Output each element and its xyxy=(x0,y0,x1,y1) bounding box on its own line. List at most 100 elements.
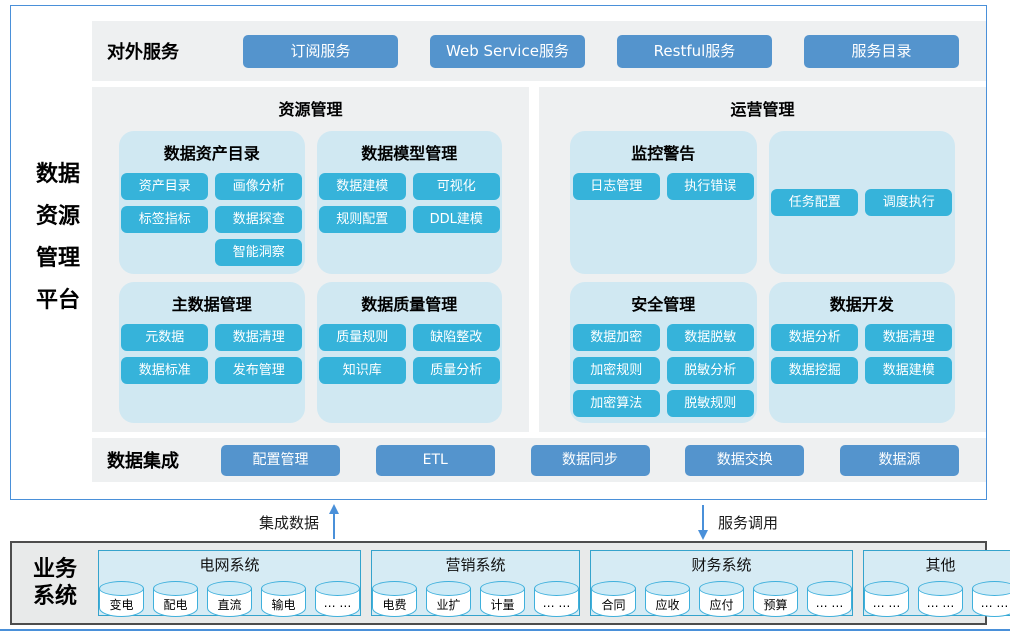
task-config-node: 任务配置 xyxy=(771,189,859,216)
business-systems-label: 业务 系统 xyxy=(12,556,98,610)
service-catalog-node: 服务目录 xyxy=(804,34,959,68)
data-modeling-node: 数据建模 xyxy=(865,357,953,384)
business-systems-box: 业务 系统 电网系统 变电 配电 直流 输电 … … 营销系统 电费 业扩 计量… xyxy=(10,541,1010,625)
data-sync-node: 数据同步 xyxy=(530,444,650,476)
masking-analysis-node: 脱敏分析 xyxy=(666,357,754,384)
intelligent-insight-node: 智能洞察 xyxy=(215,239,303,266)
group-buttons: 元数据 数据清理 数据标准 发布管理 xyxy=(121,324,303,384)
group-data-model-management: 数据模型管理 数据建模 可视化 规则配置 DDL建模 xyxy=(316,131,502,274)
service-call-flow: 服务调用 xyxy=(697,504,778,540)
system-title: 营销系统 xyxy=(445,556,506,574)
visualization-node: 可视化 xyxy=(412,173,500,200)
data-masking-node: 数据脱敏 xyxy=(666,324,754,351)
platform-title-line: 平台 xyxy=(36,288,81,313)
database-row: 变电 配电 直流 输电 … … xyxy=(99,580,360,617)
platform-title-line: 管理 xyxy=(36,246,81,271)
log-management-node: 日志管理 xyxy=(572,173,660,200)
integrate-data-label: 集成数据 xyxy=(259,513,320,532)
data-integration-row: 数据集成 配置管理 ETL 数据同步 数据交换 数据源 xyxy=(92,438,986,482)
group-data-asset-catalog: 数据资产目录 资产目录 画像分析 标签指标 数据探查 智能洞察 xyxy=(119,131,305,274)
database-label: 业扩 xyxy=(436,598,461,612)
database-label: 直流 xyxy=(217,598,242,612)
database-label: 计量 xyxy=(490,598,515,612)
data-encryption-node: 数据加密 xyxy=(572,324,660,351)
operation-management-panel: 运营管理 监控警告 日志管理 执行错误 任务配置 调度执行 安全管理 数据加密 xyxy=(539,87,986,432)
portrait-analysis-node: 画像分析 xyxy=(215,173,303,200)
config-management-node: 配置管理 xyxy=(221,444,340,476)
down-arrow-icon xyxy=(698,505,708,540)
database-label: … … xyxy=(323,596,352,610)
database-cylinder-icon: 配电 xyxy=(153,581,198,617)
database-cylinder-icon: 变电 xyxy=(99,581,144,617)
operation-management-title: 运营管理 xyxy=(730,100,795,119)
database-cylinder-icon: 输电 xyxy=(261,581,306,617)
data-cleaning-node: 数据清理 xyxy=(865,324,953,351)
database-cylinder-icon: 电费 xyxy=(372,581,417,617)
subscription-service-node: 订阅服务 xyxy=(243,34,398,68)
grid-system-box: 电网系统 变电 配电 直流 输电 … … xyxy=(98,550,361,617)
database-cylinder-icon: 直流 xyxy=(207,581,252,617)
database-cylinder-icon: 应收 xyxy=(645,581,690,617)
publish-management-node: 发布管理 xyxy=(215,357,303,384)
data-standard-node: 数据标准 xyxy=(121,357,209,384)
resource-management-panel: 资源管理 数据资产目录 资产目录 画像分析 标签指标 数据探查 智能洞察 数据模… xyxy=(92,87,529,432)
database-row: 合同 应收 应付 预算 … … xyxy=(591,580,852,617)
data-modeling-node: 数据建模 xyxy=(318,173,406,200)
group-title: 数据开发 xyxy=(829,295,894,314)
database-label: … … xyxy=(980,596,1009,610)
database-cylinder-icon: … … xyxy=(807,581,852,617)
knowledge-base-node: 知识库 xyxy=(318,357,406,384)
group-buttons: 资产目录 画像分析 标签指标 数据探查 智能洞察 xyxy=(121,173,303,266)
group-buttons: 日志管理 执行错误 xyxy=(572,173,754,200)
group-title: 数据质量管理 xyxy=(361,295,458,314)
group-title: 安全管理 xyxy=(631,295,696,314)
database-cylinder-icon: 计量 xyxy=(480,581,525,617)
database-label: 电费 xyxy=(382,598,407,612)
data-cleaning-node: 数据清理 xyxy=(215,324,303,351)
resource-management-title: 资源管理 xyxy=(278,100,343,119)
system-title: 电网系统 xyxy=(199,556,260,574)
platform-outer-box: 数据 资源 管理 平台 对外服务 订阅服务 Web Service服务 Rest… xyxy=(10,5,987,500)
database-cylinder-icon: … … xyxy=(972,581,1010,617)
group-monitoring-alert: 监控警告 日志管理 执行错误 xyxy=(570,131,757,274)
quality-analysis-node: 质量分析 xyxy=(412,357,500,384)
database-cylinder-icon: … … xyxy=(918,581,963,617)
ddl-modeling-node: DDL建模 xyxy=(412,206,500,233)
database-cylinder-icon: … … xyxy=(534,581,579,617)
database-label: 应收 xyxy=(655,598,680,612)
group-task-scheduling: 任务配置 调度执行 xyxy=(768,131,955,274)
group-buttons: 数据加密 数据脱敏 加密规则 脱敏分析 加密算法 脱敏规则 xyxy=(572,324,754,417)
marketing-system-box: 营销系统 电费 业扩 计量 … … xyxy=(371,550,580,617)
up-arrow-icon xyxy=(329,504,340,539)
system-title: 其他 xyxy=(925,556,956,574)
database-label: 配电 xyxy=(163,598,188,612)
external-services-row: 对外服务 订阅服务 Web Service服务 Restful服务 服务目录 xyxy=(92,21,986,81)
database-cylinder-icon: … … xyxy=(315,581,360,617)
group-title: 监控警告 xyxy=(631,144,696,163)
database-cylinder-icon: 预算 xyxy=(753,581,798,617)
other-system-box: 其他 … … … … … … xyxy=(863,550,1010,617)
encryption-rule-node: 加密规则 xyxy=(572,357,660,384)
group-buttons: 任务配置 调度执行 xyxy=(771,189,953,216)
database-cylinder-icon: 应付 xyxy=(699,581,744,617)
database-label: … … xyxy=(542,596,571,610)
group-buttons: 质量规则 缺陷整改 知识库 质量分析 xyxy=(318,324,500,384)
database-label: … … xyxy=(926,596,955,610)
group-title: 数据资产目录 xyxy=(163,144,260,163)
group-buttons: 数据分析 数据清理 数据挖掘 数据建模 xyxy=(771,324,953,384)
service-call-label: 服务调用 xyxy=(718,513,779,532)
system-title: 财务系统 xyxy=(691,556,752,574)
external-services-buttons: 订阅服务 Web Service服务 Restful服务 服务目录 xyxy=(243,34,959,68)
database-cylinder-icon: 合同 xyxy=(591,581,636,617)
encryption-algorithm-node: 加密算法 xyxy=(572,390,660,417)
systems-container: 电网系统 变电 配电 直流 输电 … … 营销系统 电费 业扩 计量 … … 财… xyxy=(98,550,1010,617)
database-row: … … … … … … xyxy=(864,580,1010,617)
operation-management-groups: 监控警告 日志管理 执行错误 任务配置 调度执行 安全管理 数据加密 数据脱敏 … xyxy=(539,120,986,423)
group-buttons: 数据建模 可视化 规则配置 DDL建模 xyxy=(318,173,500,233)
bottom-accent-line xyxy=(0,629,1010,631)
database-label: 预算 xyxy=(763,598,788,612)
group-security-management: 安全管理 数据加密 数据脱敏 加密规则 脱敏分析 加密算法 脱敏规则 xyxy=(570,282,757,423)
schedule-execution-node: 调度执行 xyxy=(865,189,953,216)
web-service-node: Web Service服务 xyxy=(430,34,585,68)
database-label: 合同 xyxy=(601,598,626,612)
